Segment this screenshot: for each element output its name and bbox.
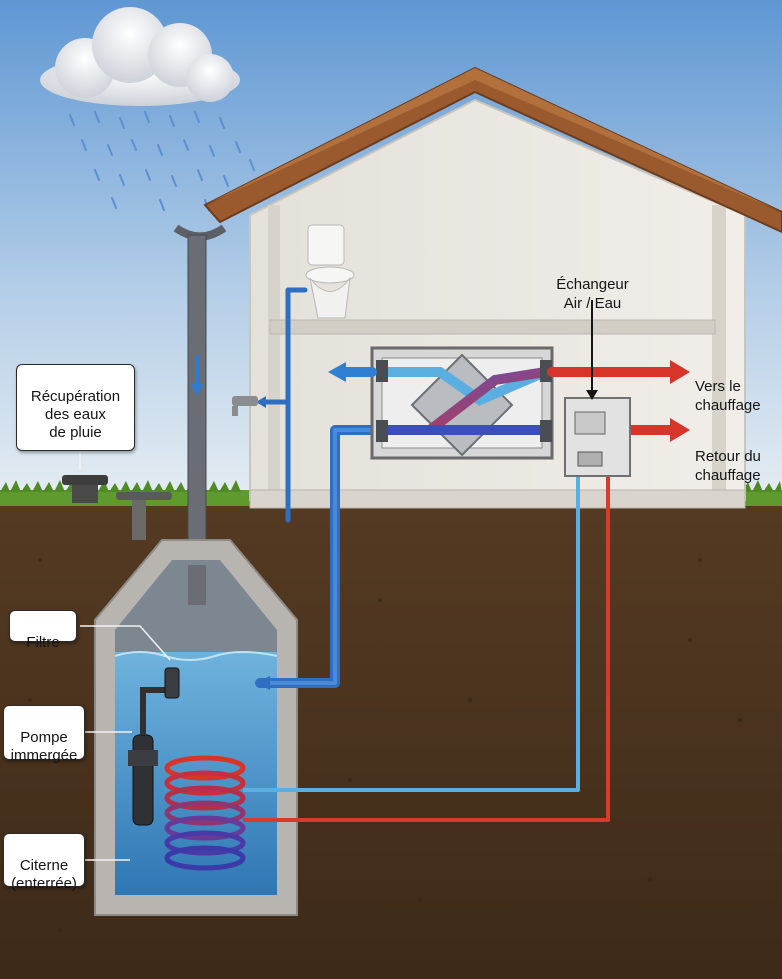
heat-coil [164,755,246,871]
callout-buried-tank: Citerne (enterrée) [3,833,85,892]
rain-drops [69,111,255,211]
callout-submersible-pump: Pompe immergée [3,705,85,764]
cistern [94,539,298,916]
callout-rainwater-harvesting: Récupération des eaux de pluie [16,364,135,451]
ground-vents [62,475,172,540]
toilet [305,224,355,319]
label-pump: Pompe immergée [10,729,78,764]
submersible-pump [128,687,170,826]
coil-pipes [243,440,610,822]
exchanger-control-box [564,397,631,477]
soil-texture [28,558,742,932]
air-water-exchanger [370,346,554,460]
label-filter: Filtre [26,634,60,651]
to-heating-text: Vers le chauffage [695,378,761,414]
outdoor-tap [232,396,258,416]
exchanger-pointer-head [586,390,598,400]
exchanger-text: Échangeur Air / Eau [556,276,629,312]
filter [164,667,180,699]
heating-return-text: Retour du chauffage [695,448,761,484]
label-air-water-exchanger: Échangeur Air / Eau [540,256,645,313]
outflow-arrows [328,360,690,442]
callout-filter: Filtre [9,610,77,651]
label-heating-return: Retour du chauffage [695,428,781,485]
label-tank: Citerne (enterrée) [11,857,77,892]
leader-lines [79,452,171,861]
supply-pipe-blue [255,287,385,690]
label-rainwater: Récupération des eaux de pluie [30,388,121,441]
rain-cloud [40,7,240,106]
label-to-heating: Vers le chauffage [695,358,781,415]
